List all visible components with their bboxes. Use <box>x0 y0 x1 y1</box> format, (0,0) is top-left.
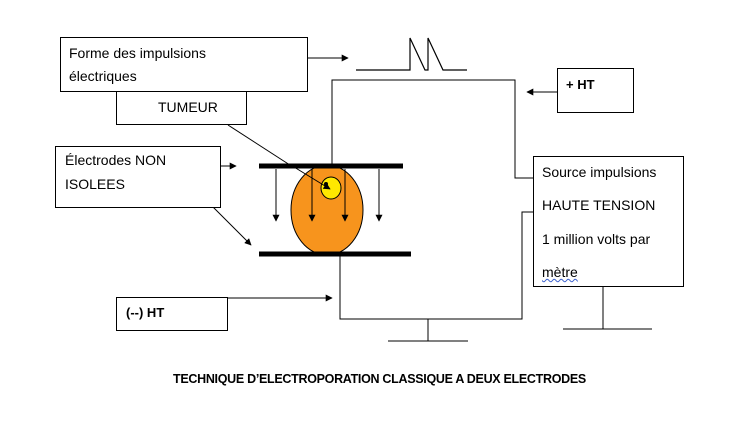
pos-ht-box <box>557 68 634 113</box>
tumor-label: TUMEUR <box>158 99 218 115</box>
pulse-shape-label-line1: Forme des impulsions <box>69 45 206 61</box>
source-box <box>533 156 684 287</box>
tumor-label-box <box>116 91 247 125</box>
neg-ht-label: (--) HT <box>126 305 165 320</box>
pulse-shape-box <box>60 37 308 92</box>
ground-symbol-right <box>563 287 652 330</box>
tumor-cell-nucleus <box>320 176 342 200</box>
circuit-wire-top <box>331 79 540 179</box>
pulse-waveform <box>356 37 467 71</box>
electrodes-label-line2: ISOLEES <box>65 176 125 192</box>
ground-symbol-left <box>388 319 468 342</box>
neg-ht-box <box>116 297 228 331</box>
circuit-wire-bottom <box>339 211 533 320</box>
source-label-line1: Source impulsions <box>542 164 657 180</box>
source-label-line3: 1 million volts par <box>542 231 651 247</box>
electrodes-label-line1: Électrodes NON <box>65 152 167 168</box>
pos-ht-label: + HT <box>566 77 595 92</box>
diagram-caption: TECHNIQUE D’ELECTROPORATION CLASSIQUE A … <box>173 372 586 386</box>
tumor-cell-arrow <box>293 166 331 190</box>
source-label-line2: HAUTE TENSION <box>542 197 656 213</box>
source-label-line4: mètre <box>542 264 578 280</box>
tumor-pointer-line <box>227 124 294 168</box>
electrodes-label-box <box>55 146 221 208</box>
pulse-shape-label-line2: électriques <box>69 68 137 84</box>
